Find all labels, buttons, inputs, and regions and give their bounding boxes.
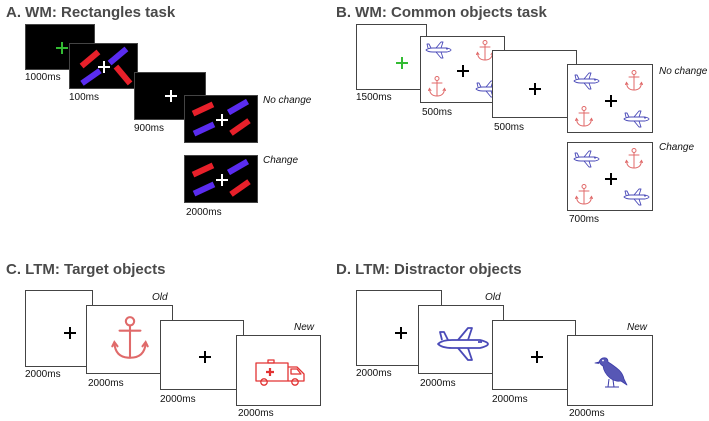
- airplane-icon: [432, 324, 492, 364]
- rectangle-red: [191, 101, 215, 117]
- fixation-cross-icon: [529, 83, 541, 95]
- airplane-icon: [622, 187, 650, 207]
- panel-c-duration-2: 2000ms: [88, 378, 124, 389]
- rectangle-blue: [107, 46, 129, 66]
- rectangle-red: [113, 64, 133, 86]
- fixation-cross-icon: [396, 57, 408, 69]
- fixation-cross-icon: [199, 351, 211, 363]
- panel-d-duration-3: 2000ms: [492, 394, 528, 405]
- rectangle-red: [229, 179, 251, 197]
- panel-b-title: B. WM: Common objects task: [336, 4, 547, 21]
- fixation-cross-icon: [216, 174, 228, 186]
- panel-a-note-change: Change: [263, 155, 299, 166]
- rectangle-blue: [192, 181, 216, 197]
- anchor-icon: [624, 147, 644, 171]
- panel-c-frame-fixation-1: [25, 290, 93, 367]
- airplane-icon: [572, 71, 600, 91]
- anchor-icon: [109, 314, 151, 364]
- fixation-cross-icon: [531, 351, 543, 363]
- panel-d-frame-new: [567, 335, 653, 406]
- anchor-icon: [624, 69, 644, 93]
- panel-c-note-old: Old: [152, 292, 168, 303]
- panel-c-note-new: New: [294, 322, 315, 333]
- panel-b-frame-test-change: [567, 142, 653, 211]
- panel-c-frame-fixation-2: [160, 320, 244, 390]
- fixation-cross-icon: [165, 90, 177, 102]
- panel-a-frame-test-nochange: [184, 95, 258, 143]
- rectangle-blue: [192, 121, 216, 137]
- fixation-cross-icon: [64, 327, 76, 339]
- rectangle-red: [191, 162, 215, 178]
- panel-b-note-change: Change: [659, 142, 695, 153]
- panel-a-frame-sample: [69, 43, 138, 89]
- rectangle-blue: [226, 98, 250, 116]
- panel-b-duration-2: 500ms: [422, 107, 453, 118]
- fixation-cross-icon: [605, 173, 617, 185]
- panel-b-frame-delay: [492, 50, 577, 118]
- anchor-icon: [427, 75, 447, 99]
- panel-d-note-old: Old: [485, 292, 501, 303]
- panel-c-frame-old: [86, 305, 173, 374]
- panel-a-title: A. WM: Rectangles task: [6, 4, 176, 21]
- panel-d-duration-4: 2000ms: [569, 408, 605, 419]
- panel-c-duration-4: 2000ms: [238, 408, 274, 419]
- panel-c-frame-new: [236, 335, 321, 406]
- fixation-cross-icon: [395, 327, 407, 339]
- airplane-icon: [572, 149, 600, 169]
- panel-b-frame-fixation: [356, 24, 427, 90]
- panel-b-duration-4: 700ms: [569, 214, 600, 225]
- panel-d-frame-fixation-2: [492, 320, 576, 390]
- airplane-icon: [424, 40, 452, 60]
- bird-icon: [593, 352, 629, 390]
- panel-a-duration-4: 2000ms: [186, 207, 222, 218]
- airplane-icon: [622, 109, 650, 129]
- rectangle-red: [229, 118, 251, 136]
- panel-d-duration-1: 2000ms: [356, 368, 392, 379]
- panel-b-duration-1: 1500ms: [356, 92, 392, 103]
- fixation-cross-icon: [457, 65, 469, 77]
- panel-c-duration-3: 2000ms: [160, 394, 196, 405]
- fixation-cross-icon: [216, 114, 228, 126]
- panel-b-duration-3: 500ms: [494, 122, 525, 133]
- fixation-cross-icon: [56, 42, 68, 54]
- panel-a-duration-2: 100ms: [69, 92, 100, 103]
- panel-a-frame-test-change: [184, 155, 258, 203]
- anchor-icon: [574, 183, 594, 207]
- fixation-cross-icon: [605, 95, 617, 107]
- panel-a-duration-3: 900ms: [134, 123, 165, 134]
- panel-a-duration-1: 1000ms: [25, 72, 61, 83]
- ambulance-icon: [254, 357, 306, 387]
- anchor-icon: [574, 105, 594, 129]
- rectangle-blue: [226, 158, 250, 176]
- fixation-cross-icon: [98, 61, 110, 73]
- panel-a-note-nochange: No change: [263, 95, 312, 106]
- panel-d-title: D. LTM: Distractor objects: [336, 261, 522, 278]
- panel-c-title: C. LTM: Target objects: [6, 261, 166, 278]
- panel-c-duration-1: 2000ms: [25, 369, 61, 380]
- panel-d-frame-old: [418, 305, 504, 374]
- panel-b-frame-test-nochange: [567, 64, 653, 133]
- panel-b-note-nochange: No change: [659, 66, 708, 77]
- panel-d-duration-2: 2000ms: [420, 378, 456, 389]
- panel-d-note-new: New: [627, 322, 648, 333]
